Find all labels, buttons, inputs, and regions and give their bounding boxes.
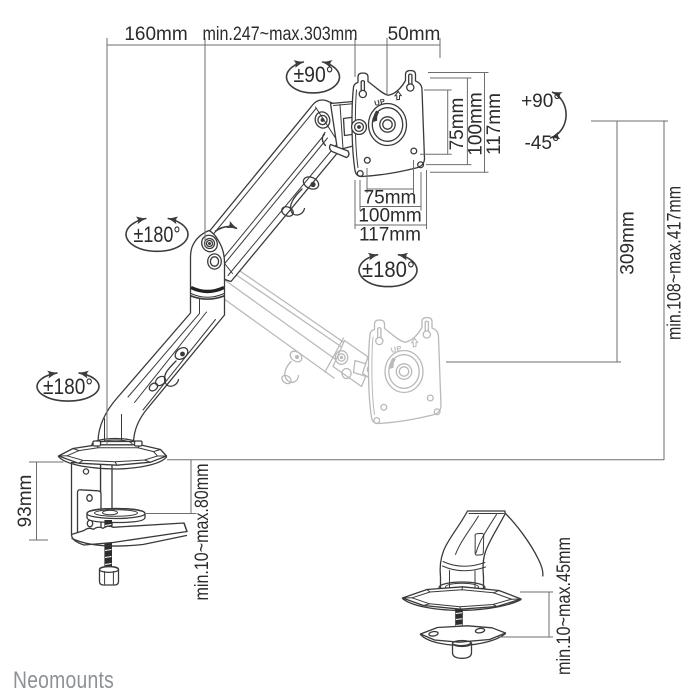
- dim-vesa-117-horizontal: 117mm: [359, 225, 421, 246]
- dim-vertical-travel: 309mm: [618, 211, 639, 274]
- rotation-tilt-up: +90°: [521, 91, 561, 112]
- clamp-dimension-lines: [29, 459, 197, 541]
- vesa-plate: UP: [351, 69, 426, 178]
- brand-logo: Neomounts: [13, 667, 114, 694]
- dim-head-depth: 50mm: [388, 24, 441, 45]
- vesa-boss: [367, 102, 408, 147]
- ghost-vesa-plate: [367, 316, 442, 425]
- vesa-keyholes: [358, 73, 415, 99]
- clamp-screw: [104, 520, 112, 570]
- height-dimension-lines: [167, 120, 668, 461]
- plate-rotation-annotation: [358, 252, 418, 288]
- rotation-plate: ±180°: [362, 257, 415, 282]
- ghost-cable-clip: [281, 350, 303, 385]
- dim-vesa-75-horizontal: 75mm: [364, 188, 417, 209]
- head-swivel-annotation: [285, 60, 341, 94]
- elbow-rotation-annotation: [125, 216, 238, 253]
- dim-vesa-100-vertical: 100mm: [466, 92, 487, 155]
- dim-bracket-height: 93mm: [15, 475, 36, 528]
- tilt-pivot: [350, 118, 368, 136]
- rotation-elbow: ±180°: [134, 222, 181, 247]
- upper-arm-cable-clip: [281, 176, 320, 217]
- dim-grommet-desk-thickness: min.10~max.45mm: [554, 537, 575, 675]
- main-arm-drawing: UP: [57, 69, 544, 659]
- vesa-up-marking: UP: [373, 96, 386, 107]
- grommet-mount-detail: [401, 510, 544, 659]
- upper-arm: [198, 99, 343, 283]
- grommet-plate: [401, 586, 522, 612]
- vesa-up-arrow-icon: [394, 90, 403, 101]
- grommet-screw: [455, 609, 463, 631]
- clamp-pad: [86, 507, 146, 524]
- dim-vesa-117-vertical: 117mm: [484, 93, 505, 155]
- clamp-knob: [98, 565, 120, 586]
- rotation-tilt-down: -45°: [524, 133, 559, 154]
- dim-clamp-desk-thickness: min.10~max.80mm: [192, 464, 213, 601]
- vesa-vertical-dimension-lines: [420, 72, 489, 173]
- elbow-joint: [189, 229, 226, 300]
- dim-vesa-75-vertical: 75mm: [447, 98, 468, 151]
- vesa-horizontal-dimension-lines: [354, 160, 427, 229]
- dim-arm-reach-range: min.247~max.303mm: [203, 24, 358, 45]
- rotation-base: ±180°: [43, 374, 93, 399]
- grommet-post: [439, 510, 506, 590]
- lower-arm: [91, 295, 226, 453]
- tilt-annotation: [549, 91, 567, 140]
- lower-arm-cable-clip: [148, 346, 189, 392]
- clamp-jaw: [70, 522, 188, 546]
- dimension-annotations: 160mm min.247~max.303mm 50mm 75mm 100mm …: [15, 24, 686, 675]
- base-rotation-annotation: [36, 370, 100, 402]
- vesa-holes: [356, 147, 425, 178]
- base-plate: [57, 440, 168, 470]
- desk-clamp-base: [70, 461, 188, 586]
- ghost-arm-position: [205, 259, 442, 425]
- top-dimension-lines: [106, 38, 441, 445]
- dim-height-range: min.108~max.417mm: [665, 186, 686, 340]
- grommet-dimension-lines: [498, 591, 553, 638]
- dim-vesa-100-horizontal: 100mm: [358, 206, 421, 227]
- grommet-foot: [419, 625, 507, 659]
- dim-arm-offset: 160mm: [124, 24, 187, 45]
- rotation-head-swivel: ±90°: [294, 62, 334, 87]
